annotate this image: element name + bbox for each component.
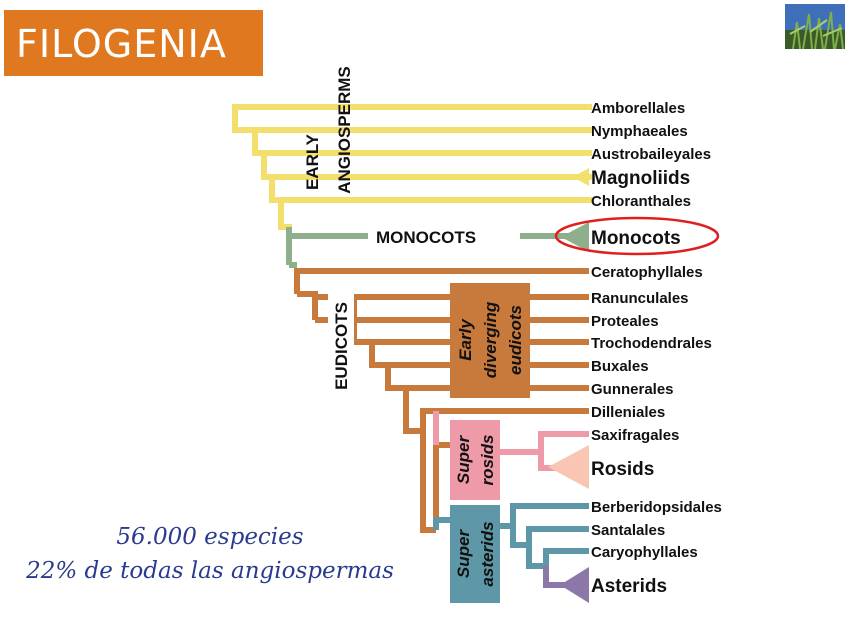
taxon-monocots: Monocots [591, 228, 681, 249]
early-diverging-label-3: eudicots [506, 305, 525, 375]
percent-text: 22% de todas las angiospermas [0, 558, 420, 584]
taxon-proteales: Proteales [591, 313, 659, 330]
taxon-chloranthales: Chloranthales [591, 193, 691, 210]
early-angiosperm-branches [235, 107, 589, 227]
taxon-santalales: Santalales [591, 522, 665, 539]
early-diverging-label-2: diverging [481, 301, 500, 378]
taxon-nymphaeales: Nymphaeales [591, 123, 688, 140]
rosids-wedge [548, 445, 589, 489]
super-rosids-label-2: rosids [478, 434, 497, 485]
early-diverging-label-1: Early [456, 318, 475, 361]
taxon-saxifragales: Saxifragales [591, 427, 679, 444]
asterids-wedge [560, 567, 589, 603]
taxon-austrobaileyales: Austrobaileyales [591, 146, 711, 163]
early-angiosperms-label-line1: EARLY [303, 133, 322, 190]
monocots-clade-label: MONOCOTS [376, 228, 476, 247]
taxon-berberidopsidales: Berberidopsidales [591, 499, 722, 516]
taxon-gunnerales: Gunnerales [591, 381, 674, 398]
taxon-ranunculales: Ranunculales [591, 290, 689, 307]
species-count-text: 56.000 especies [0, 524, 420, 550]
taxon-trochodendrales: Trochodendrales [591, 335, 712, 352]
magnoliids-wedge [573, 168, 589, 186]
super-asterids-label-2: asterids [478, 521, 497, 586]
taxon-magnoliids: Magnoliids [591, 168, 690, 189]
eudicots-clade-label: EUDICOTS [332, 302, 351, 390]
super-rosids-label-1: Super [454, 435, 473, 485]
taxon-amborellales: Amborellales [591, 100, 685, 117]
taxon-dilleniales: Dilleniales [591, 404, 665, 421]
taxon-rosids: Rosids [591, 459, 654, 480]
taxon-ceratophyllales: Ceratophyllales [591, 264, 703, 281]
taxon-buxales: Buxales [591, 358, 649, 375]
taxon-asterids: Asterids [591, 576, 667, 597]
super-asterids-label-1: Super [454, 529, 473, 579]
early-angiosperms-label-line2: ANGIOSPERMS [335, 66, 354, 194]
taxon-caryophyllales: Caryophyllales [591, 544, 698, 561]
